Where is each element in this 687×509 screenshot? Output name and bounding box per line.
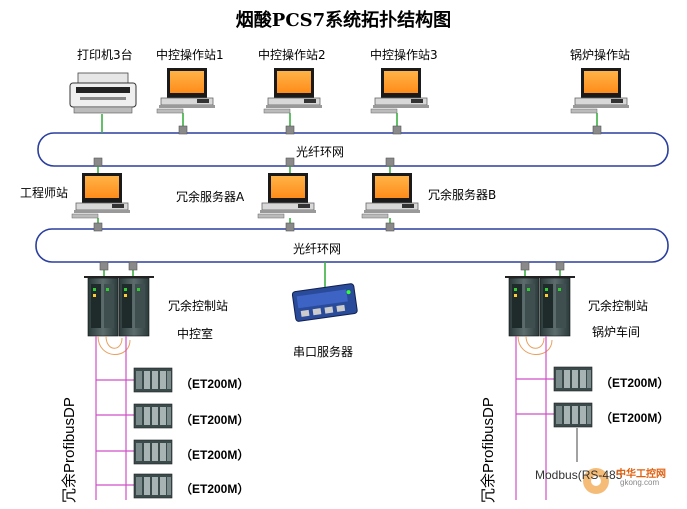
label-right-location: 锅炉车间 — [592, 325, 641, 339]
et200m-icon-left-3 — [133, 439, 173, 465]
label-os1: 中控操作站1 — [156, 48, 224, 62]
fiber-ring-1 — [37, 132, 669, 167]
label-ring-2: 光纤环网 — [293, 242, 342, 256]
label-et200m-left-2: （ET200M） — [180, 413, 250, 427]
label-left-location: 中控室 — [177, 327, 214, 341]
et200m-icon-right-2 — [553, 402, 593, 428]
label-et200m-left-3: （ET200M） — [180, 448, 250, 462]
computer-icon-os3 — [370, 67, 430, 114]
watermark-logo-icon — [583, 468, 609, 494]
label-ring-1: 光纤环网 — [296, 145, 345, 159]
label-eng-station: 工程师站 — [20, 186, 69, 200]
et200m-icon-left-4 — [133, 473, 173, 499]
label-et200m-right-2: （ET200M） — [600, 411, 670, 425]
label-printer: 打印机3台 — [77, 48, 133, 62]
fiber-ring-2 — [35, 228, 669, 263]
computer-icon-boiler — [570, 67, 630, 114]
plc-station-left-icon — [84, 276, 154, 337]
label-bus-right: 冗余ProfibusDP — [480, 397, 497, 503]
label-os3: 中控操作站3 — [370, 48, 438, 62]
label-left-station: 冗余控制站 — [168, 299, 229, 313]
label-modbus: Modbus(RS-485 — [535, 468, 623, 482]
serial-server-icon — [291, 283, 358, 322]
label-server-a: 冗余服务器A — [176, 190, 245, 204]
label-serial-server: 串口服务器 — [293, 345, 354, 359]
computer-icon-server-b — [361, 172, 421, 219]
label-boiler-os: 锅炉操作站 — [570, 48, 631, 62]
plc-station-right-icon — [505, 276, 575, 337]
label-et200m-left-1: （ET200M） — [180, 377, 250, 391]
et200m-icon-left-2 — [133, 403, 173, 429]
label-bus-left: 冗余ProfibusDP — [61, 397, 78, 503]
watermark-url: gkong.com — [620, 478, 660, 487]
printer-icon — [69, 72, 137, 114]
label-right-station: 冗余控制站 — [588, 299, 649, 313]
label-os2: 中控操作站2 — [258, 48, 326, 62]
watermark-text: 中华工控网 — [616, 469, 666, 480]
et200m-icon-left-1 — [133, 367, 173, 393]
diagram-title: 烟酸PCS7系统拓扑结构图 — [235, 10, 452, 31]
label-server-b: 冗余服务器B — [428, 188, 497, 202]
computer-icon-os1 — [156, 67, 216, 114]
label-et200m-right-1: （ET200M） — [600, 376, 670, 390]
label-et200m-left-4: （ET200M） — [180, 482, 250, 496]
computer-icon-server-a — [257, 172, 317, 219]
et200m-icon-right-1 — [553, 366, 593, 392]
computer-icon-os2 — [263, 67, 323, 114]
computer-icon-eng — [71, 172, 131, 219]
